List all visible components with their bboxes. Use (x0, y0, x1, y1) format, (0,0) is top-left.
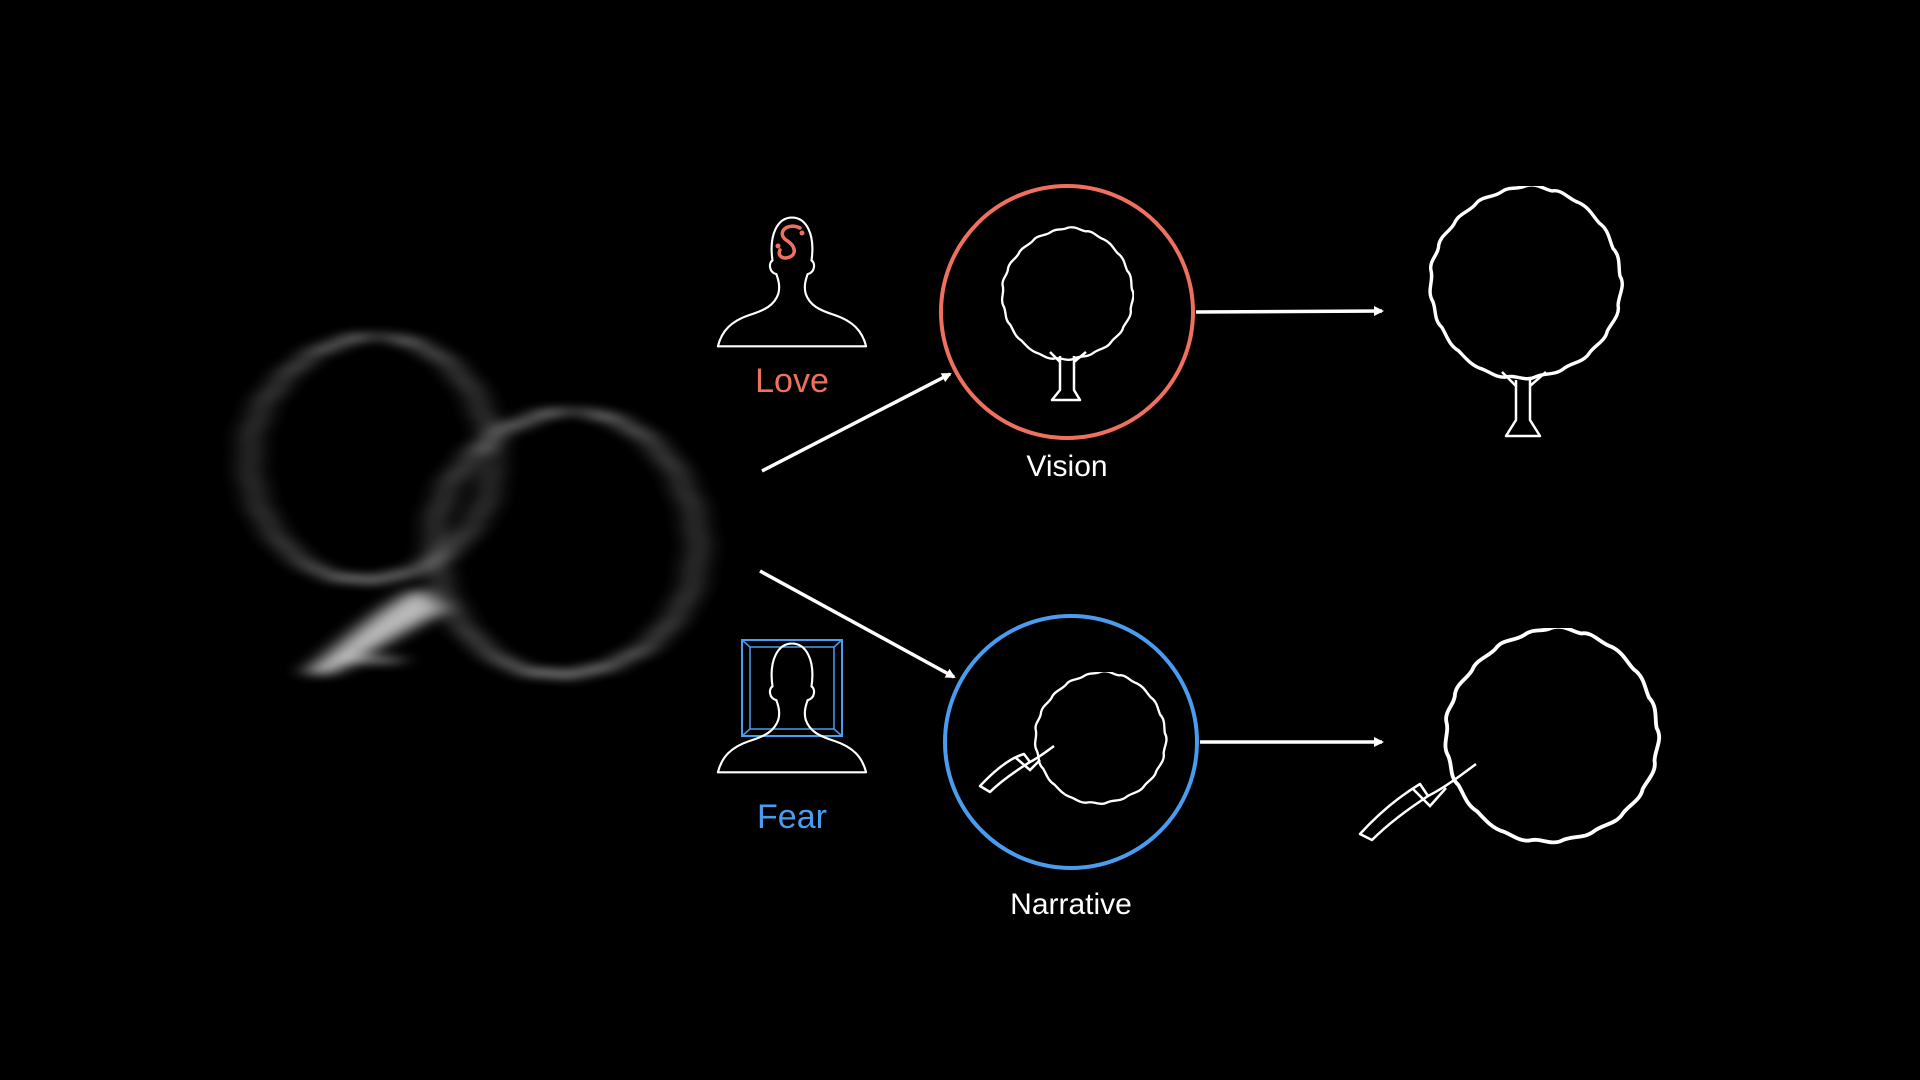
s-curve-icon (777, 224, 802, 260)
fallen-tree-with-axe-icon (978, 672, 1168, 806)
arrow-to-vision (761, 372, 952, 473)
arrow-to-narrative (759, 569, 956, 679)
love-head-icon (716, 216, 868, 348)
vision-label: Vision (1026, 450, 1108, 483)
fear-head-icon (716, 639, 868, 774)
narrative-label: Narrative (1010, 888, 1132, 921)
result-fallen-tree-icon (1358, 628, 1662, 845)
blurred-trees-icon (249, 334, 699, 676)
fear-label: Fear (757, 798, 827, 836)
upright-tree-icon (1000, 226, 1134, 402)
narrative-circle (943, 614, 1199, 870)
result-upright-tree-icon (1428, 186, 1625, 438)
vision-circle (939, 184, 1195, 440)
arrow-vision-result (1195, 306, 1384, 317)
love-label: Love (755, 362, 829, 400)
